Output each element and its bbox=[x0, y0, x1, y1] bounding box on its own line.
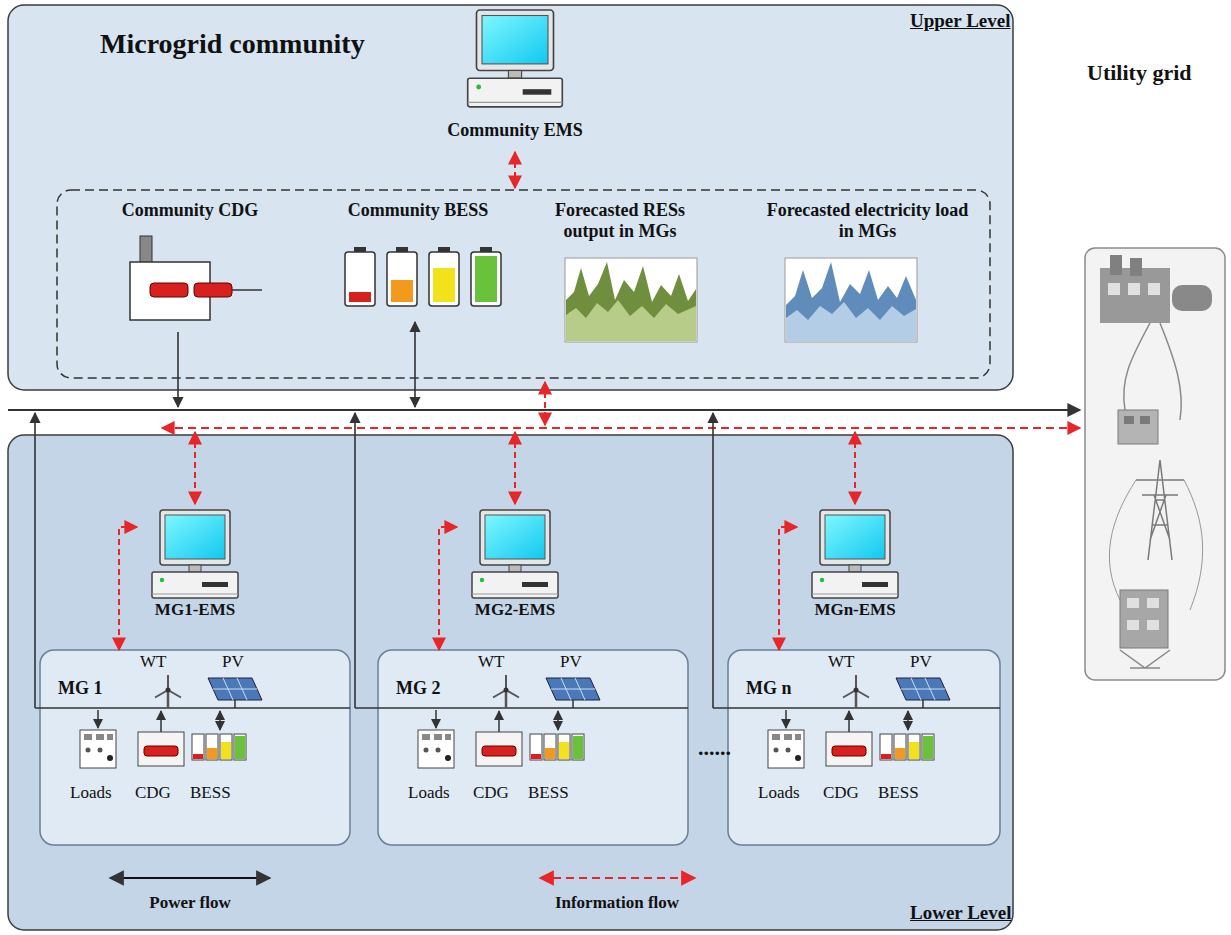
node-title: MGn-EMS bbox=[797, 600, 913, 620]
component-label: WT bbox=[478, 652, 504, 672]
information-link bbox=[439, 527, 457, 650]
utility-grid: Utility grid bbox=[1085, 248, 1225, 680]
node-title: Community CDG bbox=[87, 200, 293, 221]
node-title: Forecasted electricity load in MGs bbox=[765, 200, 970, 241]
information-link bbox=[119, 527, 137, 650]
node-title: MG1-EMS bbox=[137, 600, 253, 620]
node-outline bbox=[40, 650, 350, 845]
node-title: Forecasted RESs output in MGs bbox=[530, 200, 710, 241]
node-title: MG 1 bbox=[58, 678, 103, 699]
component-label: Loads bbox=[408, 783, 450, 803]
battery-storage: Community BESS bbox=[315, 198, 521, 318]
component-label: CDG bbox=[473, 783, 509, 803]
ems-computer: MG1-EMS bbox=[137, 507, 253, 625]
ems-computer: MG2-EMS bbox=[457, 507, 573, 625]
component-label: PV bbox=[222, 652, 244, 672]
node-title: Microgrid community bbox=[100, 28, 365, 60]
component-label: Loads bbox=[758, 783, 800, 803]
component-label: BESS bbox=[528, 783, 569, 803]
component-label: PV bbox=[560, 652, 582, 672]
component-label: CDG bbox=[823, 783, 859, 803]
component-label: BESS bbox=[190, 783, 231, 803]
component-label: WT bbox=[828, 652, 854, 672]
component-label: WT bbox=[140, 652, 166, 672]
node-title: MG n bbox=[746, 678, 792, 699]
forecast-chart: Forecasted RESs output in MGs bbox=[530, 198, 710, 348]
node-title: Community EMS bbox=[417, 120, 613, 141]
legend-text: Information flow bbox=[507, 893, 727, 913]
forecast-chart: Forecasted electricity load in MGs bbox=[765, 198, 970, 348]
node-outline bbox=[8, 435, 1013, 930]
component-label: PV bbox=[910, 652, 932, 672]
component-label: Loads bbox=[70, 783, 112, 803]
node-title: Community BESS bbox=[315, 200, 521, 221]
ellipsis-mark: ...... bbox=[698, 735, 731, 760]
node-title: MG2-EMS bbox=[457, 600, 573, 620]
node-outline bbox=[728, 650, 1000, 845]
node-outline bbox=[1085, 248, 1225, 680]
microgrid-box: MG 2 bbox=[378, 650, 688, 845]
ems-computer: MGn-EMS bbox=[797, 507, 913, 625]
node-title: Utility grid bbox=[1087, 60, 1192, 85]
lower-level-panel: Lower Level MG1-EMS MG 1 MG2-EMS MG 2 MGn-EMS… bbox=[8, 435, 1013, 930]
node-title: Lower Level bbox=[910, 902, 1012, 924]
microgrid-box: MG 1 bbox=[40, 650, 350, 845]
ems-computer: Community EMS bbox=[417, 3, 613, 150]
level-label: Upper Level bbox=[910, 10, 1010, 32]
legend-text: Power flow bbox=[80, 893, 300, 913]
node-title: MG 2 bbox=[396, 678, 441, 699]
upper-level-panel: Microgrid community Upper LevelCommunity … bbox=[8, 5, 1013, 390]
node-outline bbox=[378, 650, 688, 845]
component-label: BESS bbox=[878, 783, 919, 803]
information-link bbox=[779, 527, 797, 650]
generator-unit: Community CDG bbox=[87, 198, 293, 330]
component-label: CDG bbox=[135, 783, 171, 803]
microgrid-box: MG n bbox=[728, 650, 1000, 845]
node-outline bbox=[8, 5, 1013, 390]
